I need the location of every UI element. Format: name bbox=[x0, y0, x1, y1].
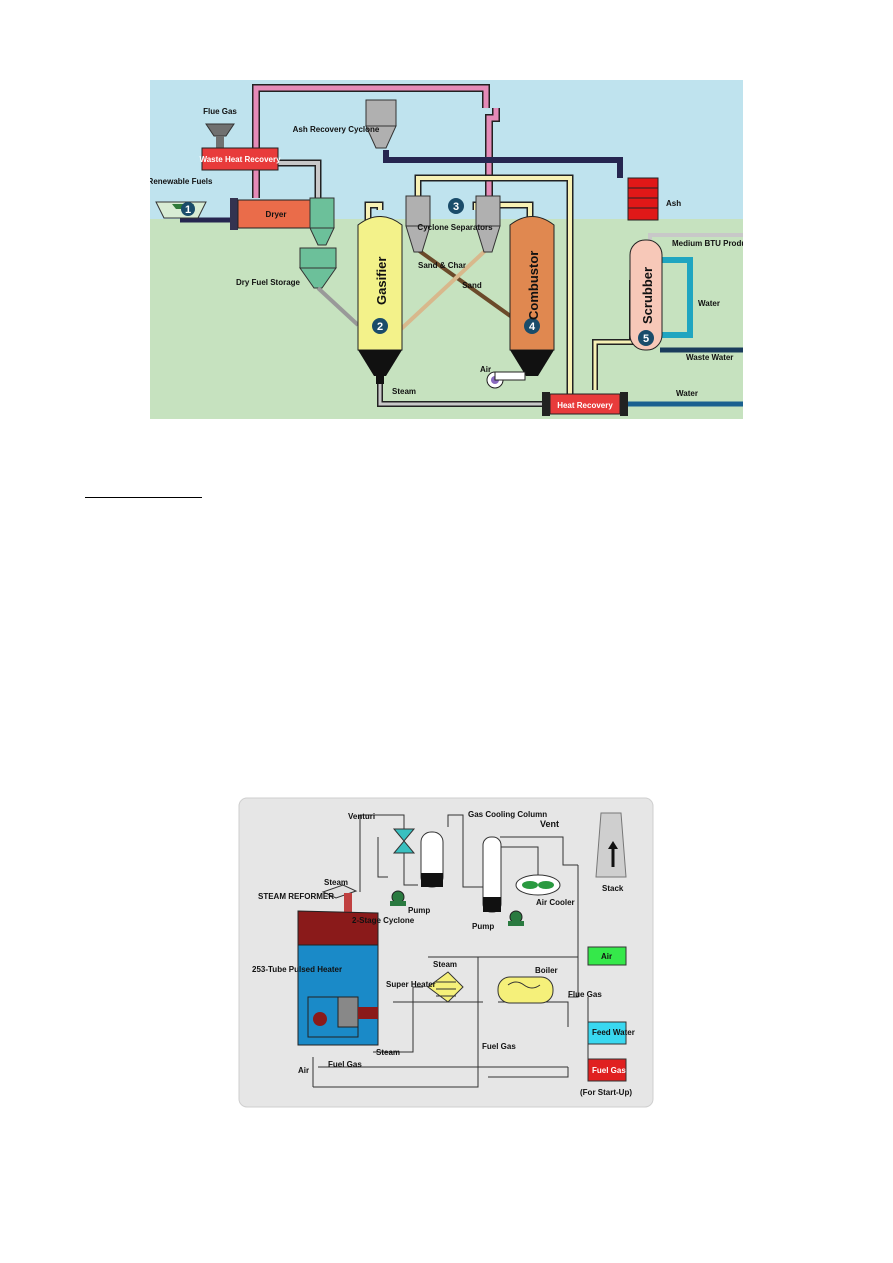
gasifier-label: Gasifier bbox=[374, 257, 389, 305]
steam-reformer-label: STEAM REFORMER bbox=[258, 892, 334, 901]
steam-top-label: Steam bbox=[324, 878, 348, 887]
startup-label: (For Start-Up) bbox=[580, 1088, 632, 1097]
svg-text:5: 5 bbox=[643, 333, 649, 345]
feed-water-label: Feed Water bbox=[592, 1028, 635, 1037]
two-stage-cyclone-label: 2-Stage Cyclone bbox=[352, 916, 415, 925]
flue-gas-label: Flue Gas bbox=[203, 107, 237, 116]
scrubber-label: Scrubber bbox=[640, 267, 655, 324]
gas-cooling-column-label: Gas Cooling Column bbox=[468, 810, 547, 819]
step-5-badge: 5 bbox=[638, 330, 654, 346]
stack-label: Stack bbox=[602, 884, 624, 893]
svg-text:2: 2 bbox=[377, 321, 383, 333]
flue-gas-label-2: Flue Gas bbox=[568, 990, 602, 999]
dryer-label: Dryer bbox=[266, 210, 287, 219]
venturi-label: Venturi bbox=[348, 812, 375, 821]
steam-label: Steam bbox=[392, 387, 416, 396]
dry-fuel-storage-label: Dry Fuel Storage bbox=[236, 278, 301, 287]
step-2-badge: 2 bbox=[372, 318, 388, 334]
boiler-label: Boiler bbox=[535, 966, 558, 975]
gasification-process-diagram: 1 2 3 4 5 Flue Gas Waste Heat Recovery R… bbox=[150, 80, 743, 419]
sand-char-label: Sand & Char bbox=[418, 261, 466, 270]
combustor-label: Combustor bbox=[526, 251, 541, 320]
waste-water-label: Waste Water bbox=[686, 353, 733, 362]
waste-heat-recovery-label: Waste Heat Recovery bbox=[199, 155, 281, 164]
steam-reformer-diagram: Venturi Gas Cooling Column Vent Stack St… bbox=[238, 797, 654, 1108]
heat-recovery-label: Heat Recovery bbox=[557, 401, 613, 410]
air-left-label: Air bbox=[298, 1066, 309, 1075]
fuel-gas-box-label: Fuel Gas bbox=[592, 1066, 626, 1075]
air-label: Air bbox=[480, 365, 491, 374]
air-box-label: Air bbox=[601, 952, 612, 961]
pump-1-label: Pump bbox=[408, 906, 430, 915]
vent-label: Vent bbox=[540, 819, 559, 829]
cyclone-separators-label: Cyclone Separators bbox=[417, 223, 493, 232]
ash-recovery-cyclone-label: Ash Recovery Cyclone bbox=[293, 125, 380, 134]
air-cooler-label: Air Cooler bbox=[536, 898, 575, 907]
renewable-fuels-label: Renewable Fuels bbox=[150, 177, 213, 186]
water-loop-label: Water bbox=[698, 299, 720, 308]
super-heater-label: Super Heater bbox=[386, 980, 436, 989]
svg-text:3: 3 bbox=[453, 201, 459, 213]
step-3-badge: 3 bbox=[448, 198, 464, 214]
product-gas-label: Medium BTU Product Gas bbox=[672, 239, 743, 248]
section-rule bbox=[85, 497, 202, 498]
water-inlet-label: Water bbox=[676, 389, 698, 398]
svg-text:1: 1 bbox=[185, 204, 191, 216]
sand-label: Sand bbox=[462, 281, 482, 290]
steam-mid-label: Steam bbox=[433, 960, 457, 969]
tube-heater-label: 253-Tube Pulsed Heater bbox=[252, 965, 342, 974]
svg-text:4: 4 bbox=[529, 321, 536, 333]
step-4-badge: 4 bbox=[524, 318, 540, 334]
fuel-gas-mid-label: Fuel Gas bbox=[482, 1042, 516, 1051]
fuel-gas-low-label: Fuel Gas bbox=[328, 1060, 362, 1069]
steam-low-label: Steam bbox=[376, 1048, 400, 1057]
ash-label: Ash bbox=[666, 199, 681, 208]
step-1-badge: 1 bbox=[181, 202, 195, 216]
pump-2-label: Pump bbox=[472, 922, 494, 931]
